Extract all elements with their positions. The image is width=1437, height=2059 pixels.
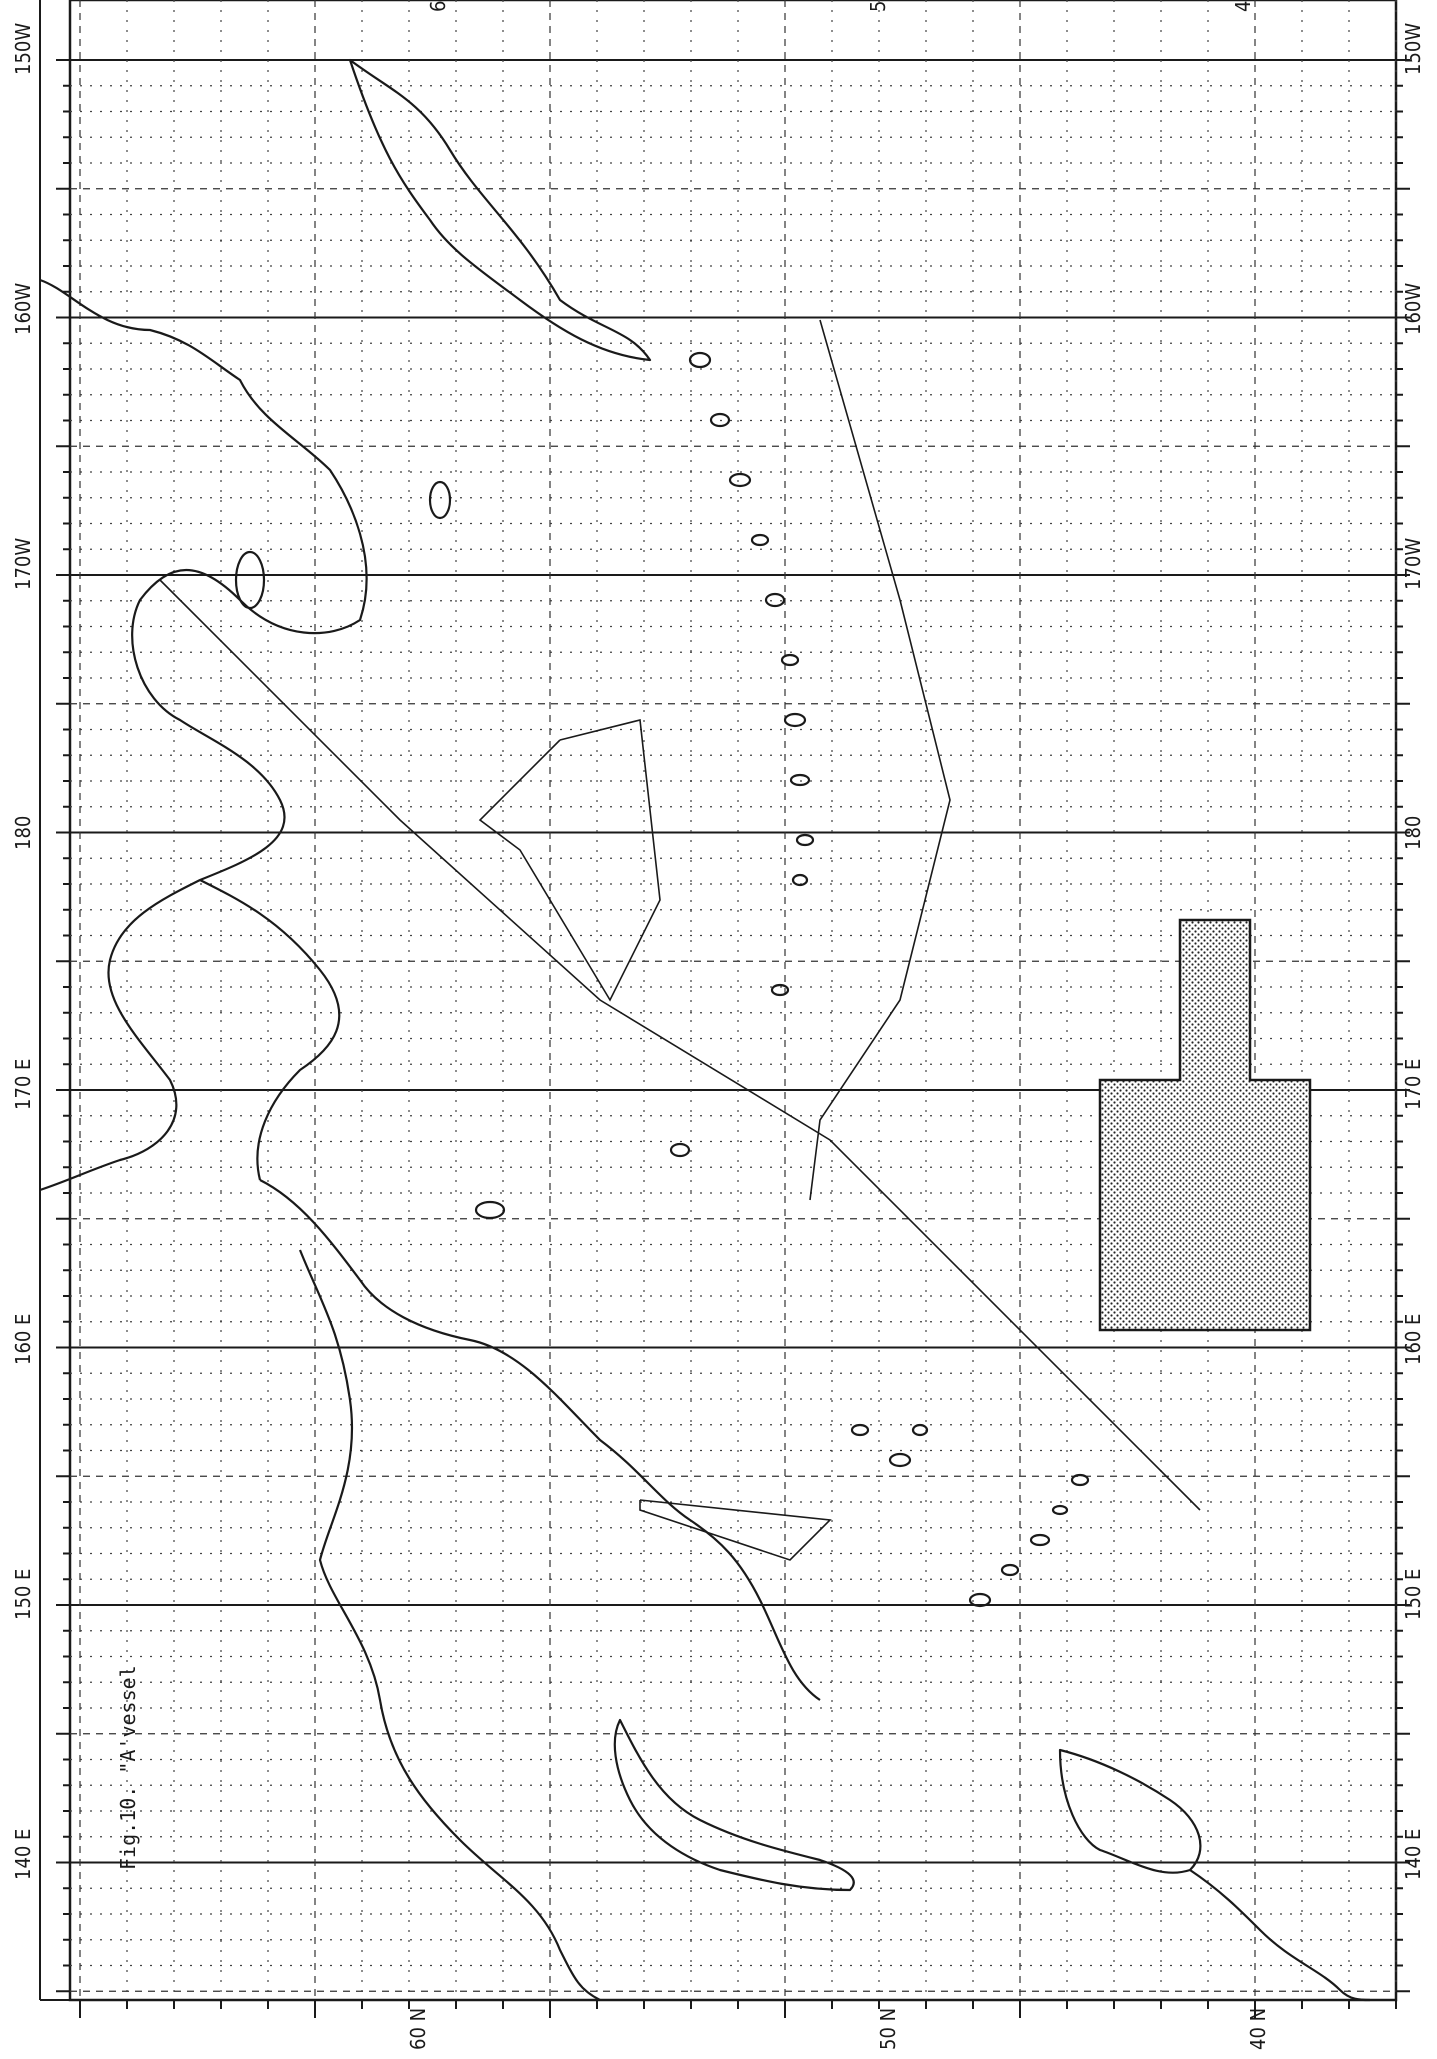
latitude-label: 60 N: [406, 2008, 430, 2050]
convention-line: [159, 579, 1201, 1511]
alaska-coast: [348, 58, 652, 362]
longitude-label: 160 E: [11, 1314, 35, 1365]
boundary-lines: [159, 319, 1201, 1561]
okhotsk-enclosed-area: [639, 1499, 832, 1561]
sakhalin-coast: [613, 1718, 855, 1892]
st-lawrence-island: [234, 550, 266, 610]
graticule: [56, 0, 1410, 2018]
longitude-label: 140 E: [11, 1829, 35, 1880]
figure-caption: Fig.10. "A'vessel: [116, 1665, 140, 1870]
top-edge-mark: 4: [1231, 1, 1255, 12]
longitude-label: 150 E: [1401, 1569, 1425, 1620]
fishing-area-shaded: [1098, 918, 1312, 1332]
commander-island: [474, 1200, 506, 1220]
alaska-mainland-coast: [39, 278, 368, 1192]
japan-coast: [1189, 1869, 1371, 2002]
latitude-label: 50 N: [876, 2008, 900, 2050]
longitude-label: 150W: [1401, 23, 1425, 75]
longitude-label: 180: [11, 816, 35, 850]
latitude-label: 40 N: [1246, 2008, 1270, 2050]
longitude-label: 170 E: [11, 1059, 35, 1110]
longitude-label: 160W: [11, 283, 35, 335]
longitude-label: 180: [1401, 816, 1425, 850]
aleutian-islands: [669, 351, 815, 1158]
longitude-label: 160 E: [1401, 1314, 1425, 1365]
coastlines: [39, 58, 1371, 2002]
top-edge-mark: 6: [426, 1, 450, 12]
longitude-label: 170W: [1401, 538, 1425, 590]
kuril-islands: [850, 1423, 1090, 1608]
bristol-bay-coast: [199, 879, 341, 1181]
longitude-label: 140 E: [1401, 1829, 1425, 1880]
map-labels: 150W 160W 170W 180 170 E 160 E 150 E 140…: [11, 1, 1425, 2050]
longitude-label: 160W: [1401, 283, 1425, 335]
southern-boundary-line: [809, 319, 951, 1201]
longitude-label: 150W: [11, 23, 35, 75]
longitude-label: 170W: [11, 538, 35, 590]
pribilof-island: [428, 480, 452, 520]
top-edge-mark: 5: [866, 1, 890, 12]
longitude-label: 150 E: [11, 1569, 35, 1620]
sea-of-okhotsk-coast: [298, 1249, 601, 2001]
longitude-label: 170 E: [1401, 1059, 1425, 1110]
kamchatka-coast: [259, 1179, 821, 1701]
bering-enclosed-area: [478, 719, 661, 1002]
